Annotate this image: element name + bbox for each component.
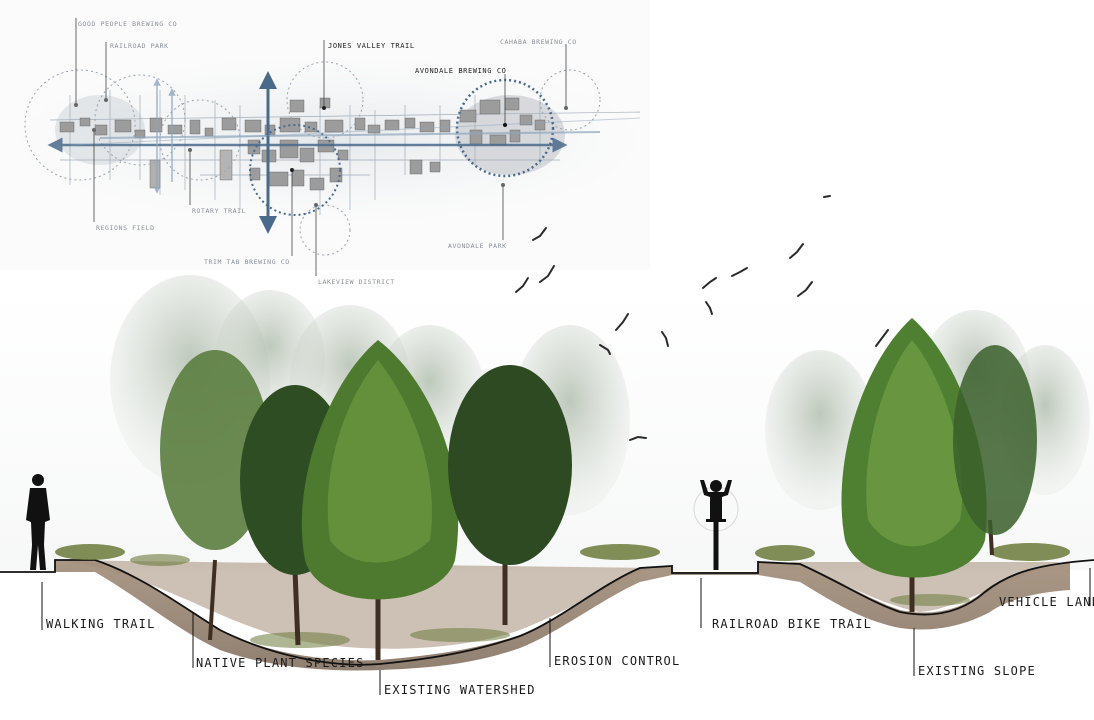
label-railroad-bike-trail: RAILROAD BIKE TRAIL [712,617,872,631]
birds [515,195,889,441]
cyclist-figure [693,480,739,570]
label-rotary-trail: ROTARY TRAIL [192,207,246,215]
label-good-people: GOOD PEOPLE BREWING CO [78,20,177,28]
map-leaders [74,18,568,276]
ground-profile [55,560,1070,671]
label-lakeview: LAKEVIEW DISTRICT [318,278,395,286]
section-leaders [41,568,1091,695]
label-railroad-park: RAILROAD PARK [110,42,169,50]
label-walking-trail: WALKING TRAIL [46,617,156,631]
label-cahaba: CAHABA BREWING CO [500,38,577,46]
trail-axes [47,71,641,234]
pedestrian-figure [26,474,50,570]
trim-tab-zone [249,124,341,216]
label-avondale-park: AVONDALE PARK [448,242,507,250]
foreground-trees [160,318,1037,660]
site-section: WALKING TRAIL NATIVE PLANT SPECIES EXIST… [0,195,1094,697]
label-vehicle-lane: VEHICLE LANE [999,595,1094,609]
label-native-plants: NATIVE PLANT SPECIES [196,656,365,670]
site-map: GOOD PEOPLE BREWING CO RAILROAD PARK JON… [0,0,650,286]
label-avondale-brewing: AVONDALE BREWING CO [415,67,506,75]
label-existing-slope: EXISTING SLOPE [918,664,1036,678]
label-existing-watershed: EXISTING WATERSHED [384,683,536,697]
label-trim-tab: TRIM TAB BREWING CO [204,258,290,266]
label-jones-valley: JONES VALLEY TRAIL [328,42,415,50]
label-erosion-control: EROSION CONTROL [554,654,680,668]
section-line [0,559,1094,666]
label-regions-field: REGIONS FIELD [96,224,155,232]
